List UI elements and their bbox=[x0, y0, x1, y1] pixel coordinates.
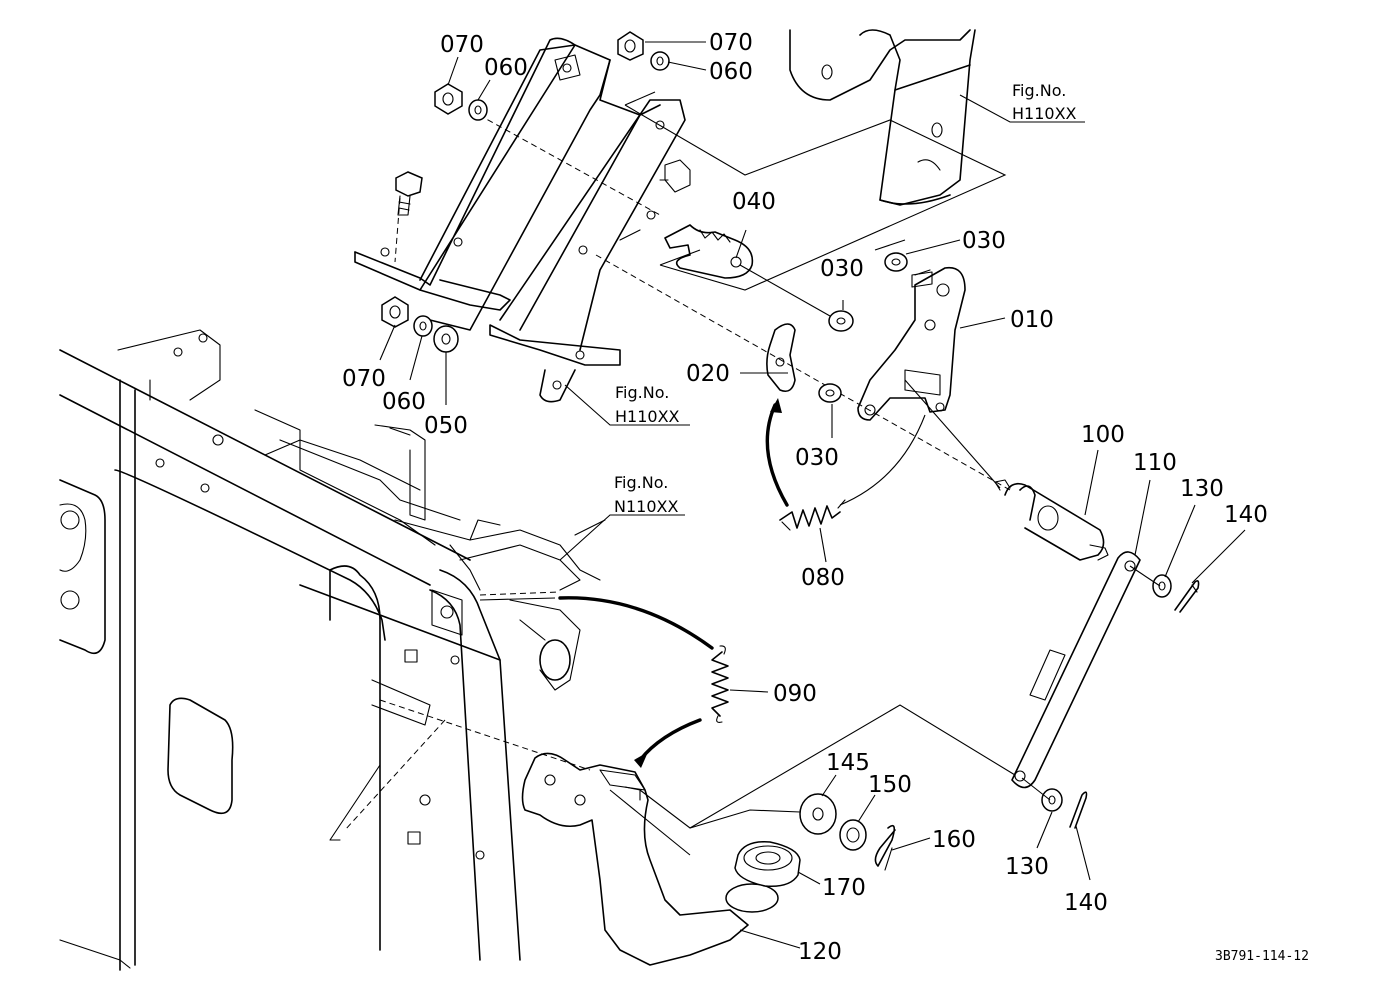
part-070-nut-b bbox=[617, 31, 644, 61]
upper-bracket-right bbox=[489, 99, 691, 403]
callout-030-middle: 030 bbox=[820, 256, 864, 282]
drawing-code: 3B791-114-12 bbox=[1215, 949, 1309, 964]
callout-145: 145 bbox=[826, 750, 870, 776]
callout-140-upper: 140 bbox=[1224, 502, 1268, 528]
figure-ref-number: H110XX bbox=[1012, 104, 1077, 123]
part-070-nut-a bbox=[434, 83, 463, 115]
callout-010: 010 bbox=[1010, 307, 1054, 333]
spring-080-leader-right bbox=[839, 414, 926, 506]
figure-ref-label: Fig.No. bbox=[1012, 81, 1066, 100]
figure-ref-label: Fig.No. bbox=[615, 383, 669, 402]
callout-070-top-left: 070 bbox=[440, 32, 484, 58]
part-140-cotter-pin-a bbox=[1174, 580, 1200, 613]
bolt-010 bbox=[911, 271, 933, 288]
callout-030-upper: 030 bbox=[962, 228, 1006, 254]
callout-070-top-right: 070 bbox=[709, 30, 753, 56]
callout-020: 020 bbox=[686, 361, 730, 387]
callout-140-lower: 140 bbox=[1064, 890, 1108, 916]
part-010-arm bbox=[857, 266, 966, 421]
arrow-head-080 bbox=[770, 398, 782, 413]
callout-110: 110 bbox=[1133, 450, 1177, 476]
figure-ref-number: N110XX bbox=[614, 497, 678, 516]
part-100-rod bbox=[994, 479, 1109, 561]
arrow-head-090 bbox=[634, 752, 648, 768]
part-020-pawl bbox=[766, 323, 796, 393]
part-170-pad bbox=[734, 841, 801, 888]
assembly-guide-lines bbox=[329, 109, 1011, 841]
part-090-spring bbox=[711, 645, 729, 723]
callout-060-left: 060 bbox=[382, 389, 426, 415]
dash-panel-frame bbox=[59, 329, 521, 971]
part-040-lever bbox=[664, 224, 754, 279]
callout-170: 170 bbox=[822, 875, 866, 901]
part-030-washer-c bbox=[818, 383, 842, 403]
lower-mount-assembly bbox=[212, 409, 606, 691]
callout-030-lower: 030 bbox=[795, 445, 839, 471]
callout-060-top-right: 060 bbox=[709, 59, 753, 85]
callout-100: 100 bbox=[1081, 422, 1125, 448]
figure-ref-h110xx-top: Fig.No. H110XX bbox=[1012, 81, 1077, 123]
part-130-washer-a bbox=[1152, 574, 1172, 598]
part-150-washer bbox=[839, 819, 867, 851]
part-070-nut-c bbox=[381, 296, 409, 328]
part-160-clip bbox=[874, 824, 896, 871]
callout-130-lower: 130 bbox=[1005, 854, 1049, 880]
part-140-cotter-pin-b bbox=[1069, 791, 1088, 829]
part-030-washer-a bbox=[884, 252, 908, 272]
leader-090-left bbox=[479, 597, 556, 601]
figure-ref-h110xx-mid: Fig.No. H110XX bbox=[615, 383, 680, 426]
part-080-spring bbox=[779, 499, 846, 531]
spring-080-arrow-left bbox=[765, 403, 789, 507]
fig-ref-outlines bbox=[624, 91, 1007, 291]
figure-ref-n110xx: Fig.No. N110XX bbox=[614, 473, 678, 516]
part-060-washer-b bbox=[650, 51, 670, 71]
part-060-washer-a bbox=[468, 99, 488, 121]
callout-050: 050 bbox=[424, 413, 468, 439]
callout-070-left: 070 bbox=[342, 366, 386, 392]
part-050-washer bbox=[433, 325, 459, 353]
figure-ref-number: H110XX bbox=[615, 407, 680, 426]
part-145-washer bbox=[799, 793, 837, 835]
callout-060-top-left: 060 bbox=[484, 55, 528, 81]
callout-120: 120 bbox=[798, 939, 842, 965]
callout-040: 040 bbox=[732, 189, 776, 215]
callout-labels: 070 060 070 060 040 030 030 010 020 030 … bbox=[342, 30, 1268, 965]
upper-bracket-left bbox=[354, 37, 641, 331]
spring-090-arrow-bottom bbox=[638, 718, 702, 762]
part-060-washer-c bbox=[413, 315, 433, 337]
callout-160: 160 bbox=[932, 827, 976, 853]
callout-150: 150 bbox=[868, 772, 912, 798]
figure-ref-label: Fig.No. bbox=[614, 473, 668, 492]
part-110-link bbox=[1011, 551, 1141, 789]
callout-080: 080 bbox=[801, 565, 845, 591]
spring-090-arrow-top bbox=[558, 596, 714, 650]
part-120-pedal bbox=[521, 752, 779, 966]
part-030-washer-b bbox=[828, 310, 854, 332]
callout-090: 090 bbox=[773, 681, 817, 707]
part-130-washer-b bbox=[1041, 788, 1063, 812]
leader-lines bbox=[379, 41, 1246, 949]
top-right-pedal-arm bbox=[789, 29, 976, 206]
callout-130-upper: 130 bbox=[1180, 476, 1224, 502]
bolt-top-left bbox=[395, 171, 423, 216]
